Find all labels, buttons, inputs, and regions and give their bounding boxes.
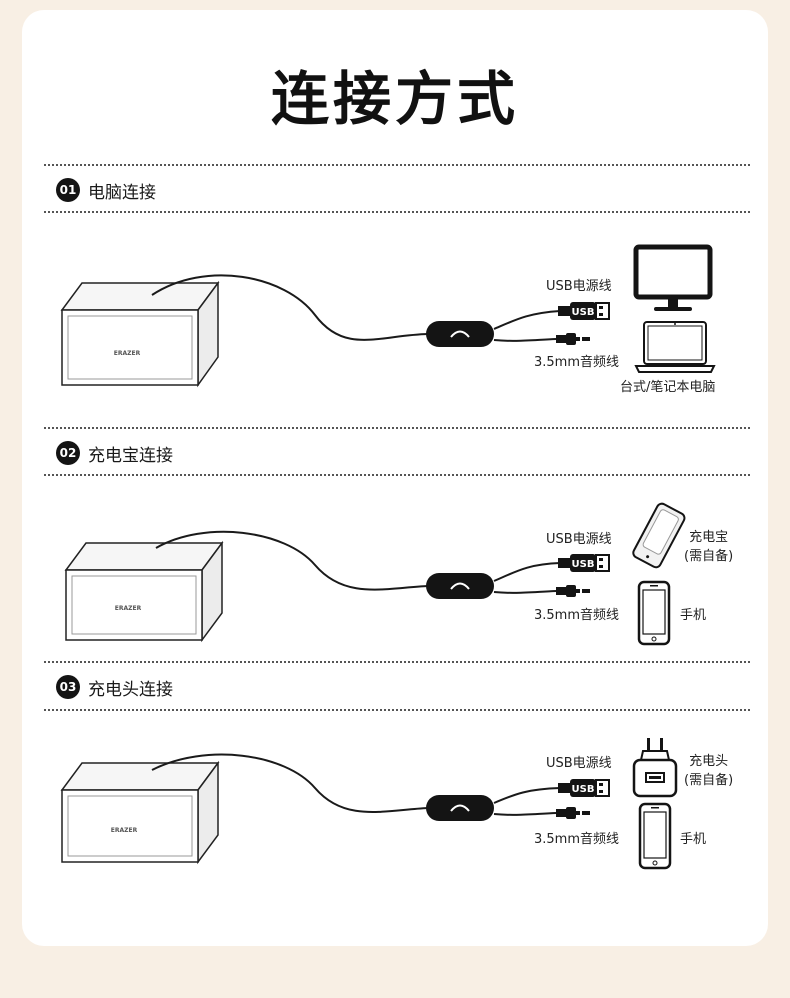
power-bank-label-line2: (需自备) <box>684 549 734 564</box>
usb-cable <box>493 310 561 330</box>
usb-plug-text: USB <box>572 307 595 318</box>
section-title: 电脑连接 <box>88 182 156 203</box>
phone-icon <box>638 802 672 870</box>
speaker-cable <box>151 274 429 341</box>
section-header-1: 01 电脑连接 <box>56 177 156 203</box>
audio-cable-label: 3.5mm音频线 <box>534 832 620 847</box>
usb-plug-text: USB <box>572 784 595 795</box>
section-number-badge: 02 <box>56 441 80 465</box>
usb-plug-icon: USB <box>558 302 610 320</box>
section-divider <box>44 211 750 213</box>
charger-label-line2: (需自备) <box>684 773 734 788</box>
audio-cable <box>493 338 557 342</box>
speaker-cable <box>155 530 429 591</box>
charger-connection-diagram: ERAZER USB <box>60 738 678 870</box>
speaker-brand-text: ERAZER <box>115 605 142 612</box>
power-bank-label: 充电宝 (需自备) <box>684 528 733 566</box>
power-bank-label-line1: 充电宝 <box>689 530 729 545</box>
phone-label: 手机 <box>680 832 707 847</box>
audio-jack-icon <box>556 807 590 819</box>
usb-cable-label: USB电源线 <box>546 279 612 294</box>
section-header-2: 02 充电宝连接 <box>56 440 173 466</box>
inline-controller-icon <box>426 573 494 599</box>
monitor-icon <box>633 244 713 311</box>
section-divider <box>44 164 750 166</box>
usb-cable <box>493 562 561 582</box>
section-number-badge: 01 <box>56 178 80 202</box>
charger-label-line1: 充电头 <box>689 754 729 769</box>
laptop-icon <box>634 321 716 373</box>
page-title: 连接方式 <box>270 65 519 133</box>
section-divider <box>44 661 750 663</box>
usb-cable-label: USB电源线 <box>546 756 612 771</box>
audio-jack-icon <box>556 585 590 597</box>
section-divider <box>44 427 750 429</box>
section-title: 充电头连接 <box>88 679 173 700</box>
audio-cable-label: 3.5mm音频线 <box>534 355 620 370</box>
section-title: 充电宝连接 <box>88 445 173 466</box>
section-divider <box>44 709 750 711</box>
power-bank-icon <box>632 502 686 569</box>
inline-controller-icon <box>426 795 494 821</box>
speaker-icon: ERAZER <box>60 280 220 388</box>
device-caption: 台式/笔记本电脑 <box>620 380 716 395</box>
speaker-cable <box>151 753 429 813</box>
speaker-icon: ERAZER <box>64 540 224 643</box>
charger-icon <box>632 738 678 798</box>
computer-connection-diagram: ERAZER USB <box>60 244 716 388</box>
usb-cable-label: USB电源线 <box>546 532 612 547</box>
speaker-brand-text: ERAZER <box>111 827 138 834</box>
usb-plug-icon: USB <box>558 554 610 572</box>
power-bank-connection-diagram: ERAZER USB <box>64 502 686 646</box>
phone-icon <box>637 580 671 646</box>
speaker-icon: ERAZER <box>60 760 220 865</box>
usb-cable <box>493 787 561 804</box>
section-header-3: 03 充电头连接 <box>56 674 173 700</box>
inline-controller-icon <box>426 321 494 347</box>
usb-plug-icon: USB <box>558 779 610 797</box>
phone-label: 手机 <box>680 608 707 623</box>
speaker-brand-text: ERAZER <box>114 350 141 357</box>
audio-jack-icon <box>556 333 590 345</box>
audio-cable-label: 3.5mm音频线 <box>534 608 620 623</box>
audio-cable <box>493 590 557 594</box>
section-number-badge: 03 <box>56 675 80 699</box>
section-divider <box>44 474 750 476</box>
charger-label: 充电头 (需自备) <box>684 752 733 790</box>
audio-cable <box>493 812 557 816</box>
usb-plug-text: USB <box>572 559 595 570</box>
